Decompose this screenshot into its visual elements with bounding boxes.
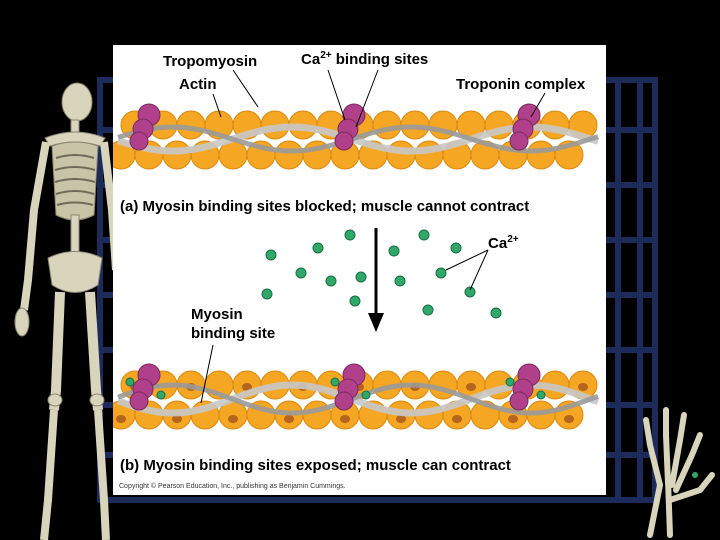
calcium-ion: [265, 249, 277, 261]
bound-calcium-ion: [125, 377, 135, 387]
myosin-binding-site-dot: [508, 415, 518, 423]
label-calcium-ion: Ca2+: [488, 234, 519, 253]
troponin-subunit: [334, 391, 354, 411]
calcium-ion: [325, 275, 337, 287]
myosin-binding-site-dot: [228, 415, 238, 423]
label-calcium-binding-sites: Ca2+ binding sites: [301, 50, 429, 69]
skeleton-figure: [14, 82, 120, 540]
troponin-subunit: [334, 131, 354, 151]
calcium-ion: [312, 242, 324, 254]
calcium-ion: [422, 304, 434, 316]
label-binding-site: binding site: [191, 325, 276, 342]
calcium-ions-free: [261, 229, 502, 319]
calcium-ion: [388, 245, 400, 257]
calcium-ion: [418, 229, 430, 241]
label-ca-text: Ca: [301, 51, 321, 68]
myosin-binding-site-dot: [564, 415, 574, 423]
bound-calcium-ion: [505, 377, 515, 387]
thin-filament-blocked: [113, 103, 600, 170]
actin-bead: [372, 110, 402, 140]
calcium-ion: [355, 271, 367, 283]
label-troponin-complex: Troponin complex: [456, 76, 586, 93]
label-ca-ion-text: Ca: [488, 235, 508, 252]
label-ca-ion-charge: 2+: [507, 234, 519, 245]
myosin-binding-site-dot: [396, 415, 406, 423]
label-pointer-lines: [200, 69, 546, 404]
calcium-ion: [394, 275, 406, 287]
caption-b: (b) Myosin binding sites exposed; muscle…: [120, 457, 511, 474]
skeleton-hand: [643, 407, 715, 538]
myosin-binding-site-dot: [172, 415, 182, 423]
actin-bead: [274, 140, 304, 170]
myosin-binding-site-dot: [578, 383, 588, 391]
bound-calcium-ion: [330, 377, 340, 387]
filament-diagram: [113, 69, 600, 430]
myosin-binding-site-dot: [284, 415, 294, 423]
bound-calcium-ion: [361, 390, 371, 400]
troponin-subunit: [129, 391, 149, 411]
actin-bead: [386, 140, 416, 170]
calcium-ion: [464, 286, 476, 298]
transition-arrow: [368, 228, 384, 332]
myosin-binding-site-dot: [116, 415, 126, 423]
troponin-subunit: [509, 131, 529, 151]
calcium-ion: [295, 267, 307, 279]
myosin-binding-site-dot: [242, 383, 252, 391]
myosin-binding-site-dot: [466, 383, 476, 391]
calcium-ion: [435, 267, 447, 279]
calcium-ion: [344, 229, 356, 241]
label-actin: Actin: [179, 76, 217, 93]
bound-calcium-ion: [536, 390, 546, 400]
actin-bead: [162, 140, 192, 170]
label-ca-charge: 2+: [320, 50, 332, 61]
calcium-ion: [490, 307, 502, 319]
bound-calcium-ion: [156, 390, 166, 400]
caption-a: (a) Myosin binding sites blocked; muscle…: [120, 198, 530, 215]
calcium-ion: [261, 288, 273, 300]
label-myosin: Myosin: [191, 306, 243, 323]
label-binding-sites-text: binding sites: [331, 51, 429, 68]
calcium-ion: [349, 295, 361, 307]
diagram-panel: Tropomyosin Ca2+ binding sites Actin Tro…: [113, 45, 606, 495]
actin-bead: [526, 140, 556, 170]
myosin-binding-site-dot: [340, 415, 350, 423]
myosin-binding-site-dot: [452, 415, 462, 423]
copyright-notice: Copyright © Pearson Education, Inc., pub…: [119, 483, 346, 490]
troponin-subunit: [509, 391, 529, 411]
thin-filament-exposed: [113, 363, 600, 430]
troponin-subunit: [129, 131, 149, 151]
label-tropomyosin: Tropomyosin: [163, 53, 258, 70]
tropomyosin-strand: [117, 382, 599, 416]
calcium-ion: [450, 242, 462, 254]
